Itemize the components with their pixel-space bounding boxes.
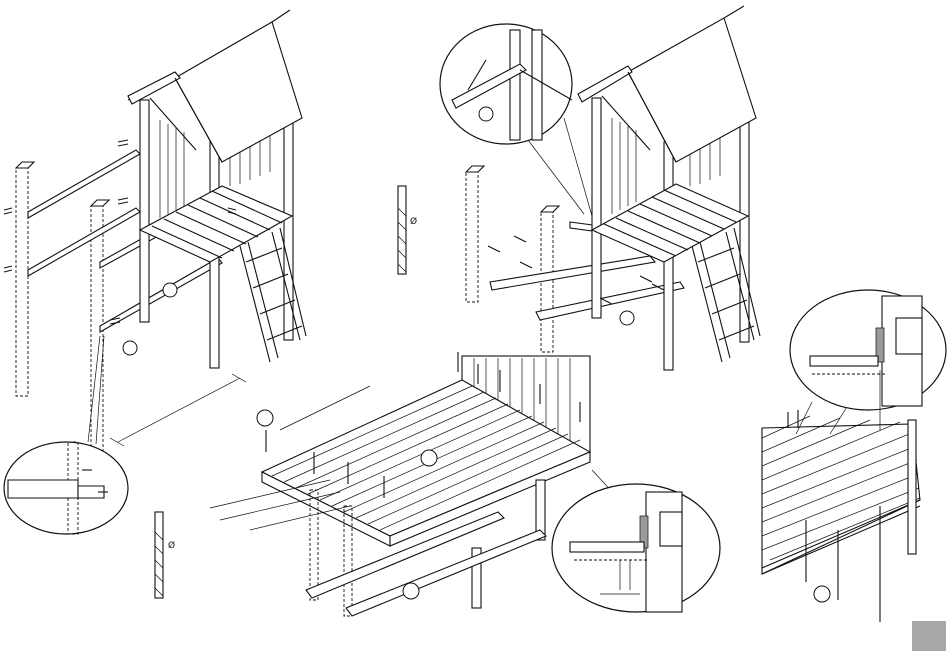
loose-posts	[16, 162, 109, 452]
callout-number-marker	[421, 450, 437, 466]
page-corner-marker	[912, 621, 946, 651]
detail-circle-deck-edge	[552, 470, 720, 612]
callout-number-marker	[257, 410, 273, 426]
upper-loose-posts	[466, 166, 559, 352]
drill-bit-icon: Ø	[398, 186, 417, 274]
diameter-symbol: Ø	[168, 540, 175, 551]
panel-frame-beams	[4, 10, 306, 452]
tower-right	[578, 6, 756, 370]
callout-number-marker	[814, 586, 830, 602]
callout-number-marker	[123, 341, 137, 355]
deck-closeup	[762, 410, 920, 574]
tower-left	[128, 10, 302, 368]
drill-bit-icon: Ø	[155, 512, 175, 598]
dimension-left	[110, 374, 246, 446]
panel-deck-edge-detail	[762, 290, 946, 622]
callout-number-marker	[620, 311, 634, 325]
diameter-symbol: Ø	[410, 216, 417, 227]
callout-number-marker	[163, 283, 177, 297]
detail-circle-beam-joint	[4, 336, 128, 534]
detail-circle-edge-closeup	[790, 290, 946, 410]
ladder-left	[240, 228, 306, 362]
detail-circle-beam-notch	[440, 24, 592, 216]
callout-number-marker	[403, 583, 419, 599]
ladder-right	[692, 228, 760, 362]
panel-deck-boards	[210, 352, 590, 616]
